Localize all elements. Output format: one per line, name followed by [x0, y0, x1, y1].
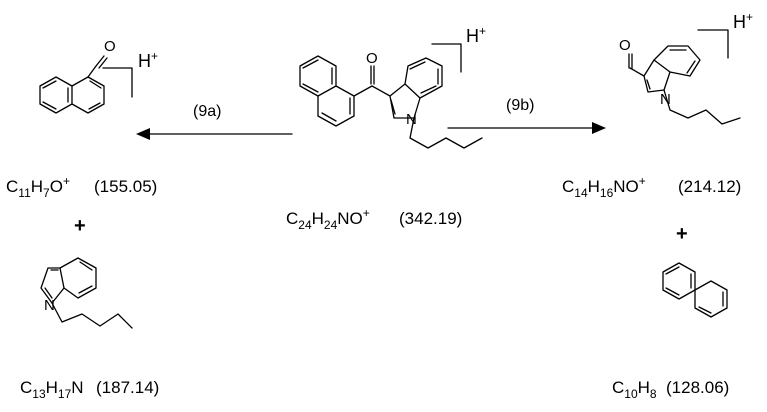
fragment-9a-formula: C11H7O+: [6, 174, 70, 200]
fragment-9b-protonation: H+: [733, 10, 753, 32]
arrow-9a-head: [136, 128, 150, 140]
neutral-9a-structure: [40, 257, 133, 329]
neutral-9b-formula: C10H8: [612, 378, 657, 401]
fragment-9b-bracket: [697, 29, 729, 59]
fragment-9b-structure: [628, 45, 741, 125]
parent-oxygen-label: O: [366, 50, 378, 67]
arrow-9a-label: (9a): [193, 103, 221, 120]
parent-formula: C24H24NO+: [286, 206, 370, 232]
fragment-9a-structure: [39, 55, 108, 114]
neutral-9a-nitrogen-label: N: [44, 297, 55, 314]
fragment-9a-mass: (155.05): [94, 177, 157, 196]
arrow-9b-label: (9b): [506, 97, 534, 114]
parent-protonation: H+: [466, 24, 486, 46]
fragment-9a-protonation: H+: [138, 49, 158, 71]
neutral-9a-formula: C13H17N: [20, 378, 84, 401]
fragment-9b-oxygen-label: O: [619, 37, 631, 54]
neutral-9b-mass: (128.06): [666, 378, 729, 397]
fragment-9b-mass: (214.12): [678, 177, 741, 196]
fragment-9b-nitrogen-label: N: [660, 91, 671, 108]
parent-mass: (342.19): [399, 209, 462, 228]
fragment-9b-formula: C14H16NO+: [562, 174, 646, 200]
neutral-9a-mass: (187.14): [96, 378, 159, 397]
fragment-9a-bracket: [102, 67, 133, 98]
parent-nitrogen-label: N: [406, 111, 417, 128]
parent-structure: [299, 55, 483, 149]
plus-9b: +: [676, 223, 688, 245]
neutral-9b-structure: [662, 262, 728, 318]
arrow-9b-head: [592, 122, 606, 134]
plus-9a: +: [74, 215, 86, 237]
parent-bracket: [431, 43, 462, 73]
fragment-9a-oxygen-label: O: [104, 38, 116, 55]
